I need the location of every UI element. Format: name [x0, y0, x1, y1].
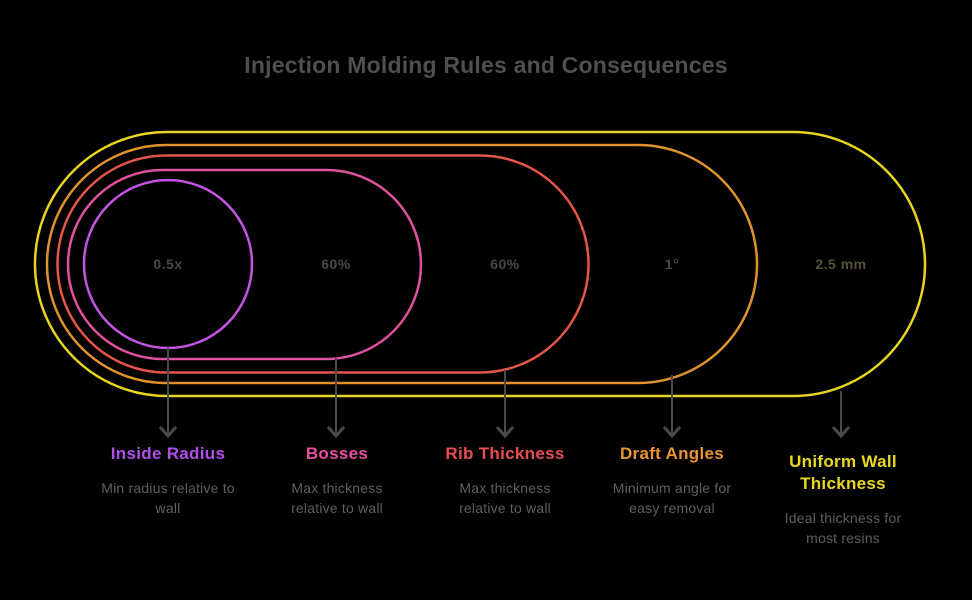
arrow-draft-angles [662, 375, 682, 439]
label-draft-angles-description: Minimum angle for easy removal [612, 480, 732, 516]
label-rib-thickness: Rib Thickness Max thickness relative to … [443, 443, 568, 518]
label-bosses: Bosses Max thickness relative to wall [275, 443, 400, 518]
ring-uniform-wall-thickness [33, 130, 927, 398]
label-uniform-wall-thickness-description: Ideal thickness for most resins [784, 510, 902, 546]
label-draft-angles: Draft Angles Minimum angle for easy remo… [600, 443, 745, 518]
label-bosses-description: Max thickness relative to wall [291, 480, 383, 516]
label-inside-radius-description: Min radius relative to wall [101, 480, 235, 516]
arrow-inside-radius [158, 348, 178, 439]
label-bosses-title: Bosses [305, 444, 369, 463]
arrow-bosses [326, 358, 346, 439]
label-draft-angles-title: Draft Angles [619, 444, 725, 463]
label-rib-thickness-description: Max thickness relative to wall [459, 480, 551, 516]
label-rib-thickness-title: Rib Thickness [445, 444, 565, 463]
value-uniform-wall-thickness: 2.5 mm [815, 256, 866, 272]
label-uniform-wall-thickness-title: Uniform Wall Thickness [789, 452, 897, 493]
value-bosses: 60% [321, 256, 351, 272]
value-rib-thickness: 60% [490, 256, 520, 272]
page-title: Injection Molding Rules and Consequences [244, 52, 728, 78]
value-inside-radius: 0.5x [153, 256, 182, 272]
ring-rib-thickness [56, 154, 590, 374]
arrow-uniform-wall-thickness [831, 391, 851, 439]
label-inside-radius: Inside Radius Min radius relative to wal… [91, 443, 246, 518]
label-uniform-wall-thickness: Uniform Wall Thickness Ideal thickness f… [773, 451, 913, 548]
ring-bosses [66, 168, 423, 361]
value-draft-angles: 1° [665, 256, 679, 272]
arrow-rib-thickness [495, 370, 515, 439]
label-inside-radius-title: Inside Radius [110, 444, 226, 463]
ring-draft-angles [45, 143, 759, 385]
